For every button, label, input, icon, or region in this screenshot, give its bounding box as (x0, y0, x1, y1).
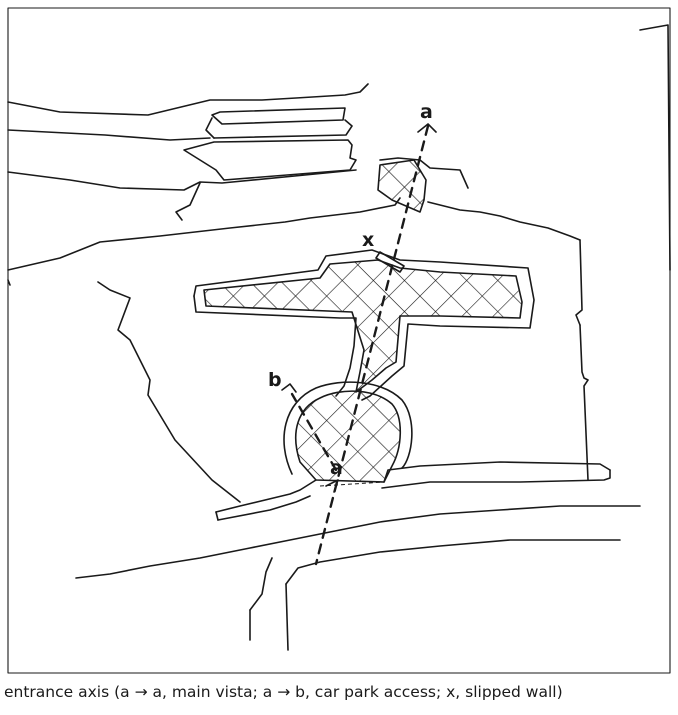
axis-a-to-a (314, 124, 430, 566)
view-arrows (281, 123, 437, 493)
label-x: x (362, 229, 374, 251)
hatched-court (283, 381, 413, 483)
label-a-top: a (420, 101, 433, 123)
diagram-border (7, 7, 671, 674)
road-and-walls (75, 461, 641, 651)
figure-caption: entrance axis (a → a, main vista; a → b,… (4, 683, 563, 701)
building-outlines (7, 24, 671, 481)
label-a-bottom: a (330, 457, 343, 479)
axis-a-to-b (290, 392, 338, 472)
axis-connector (319, 481, 385, 487)
left-boundary (7, 279, 241, 503)
label-b: b (268, 369, 282, 391)
hatched-block-top (377, 159, 427, 213)
slipped-wall-marker (375, 251, 405, 273)
